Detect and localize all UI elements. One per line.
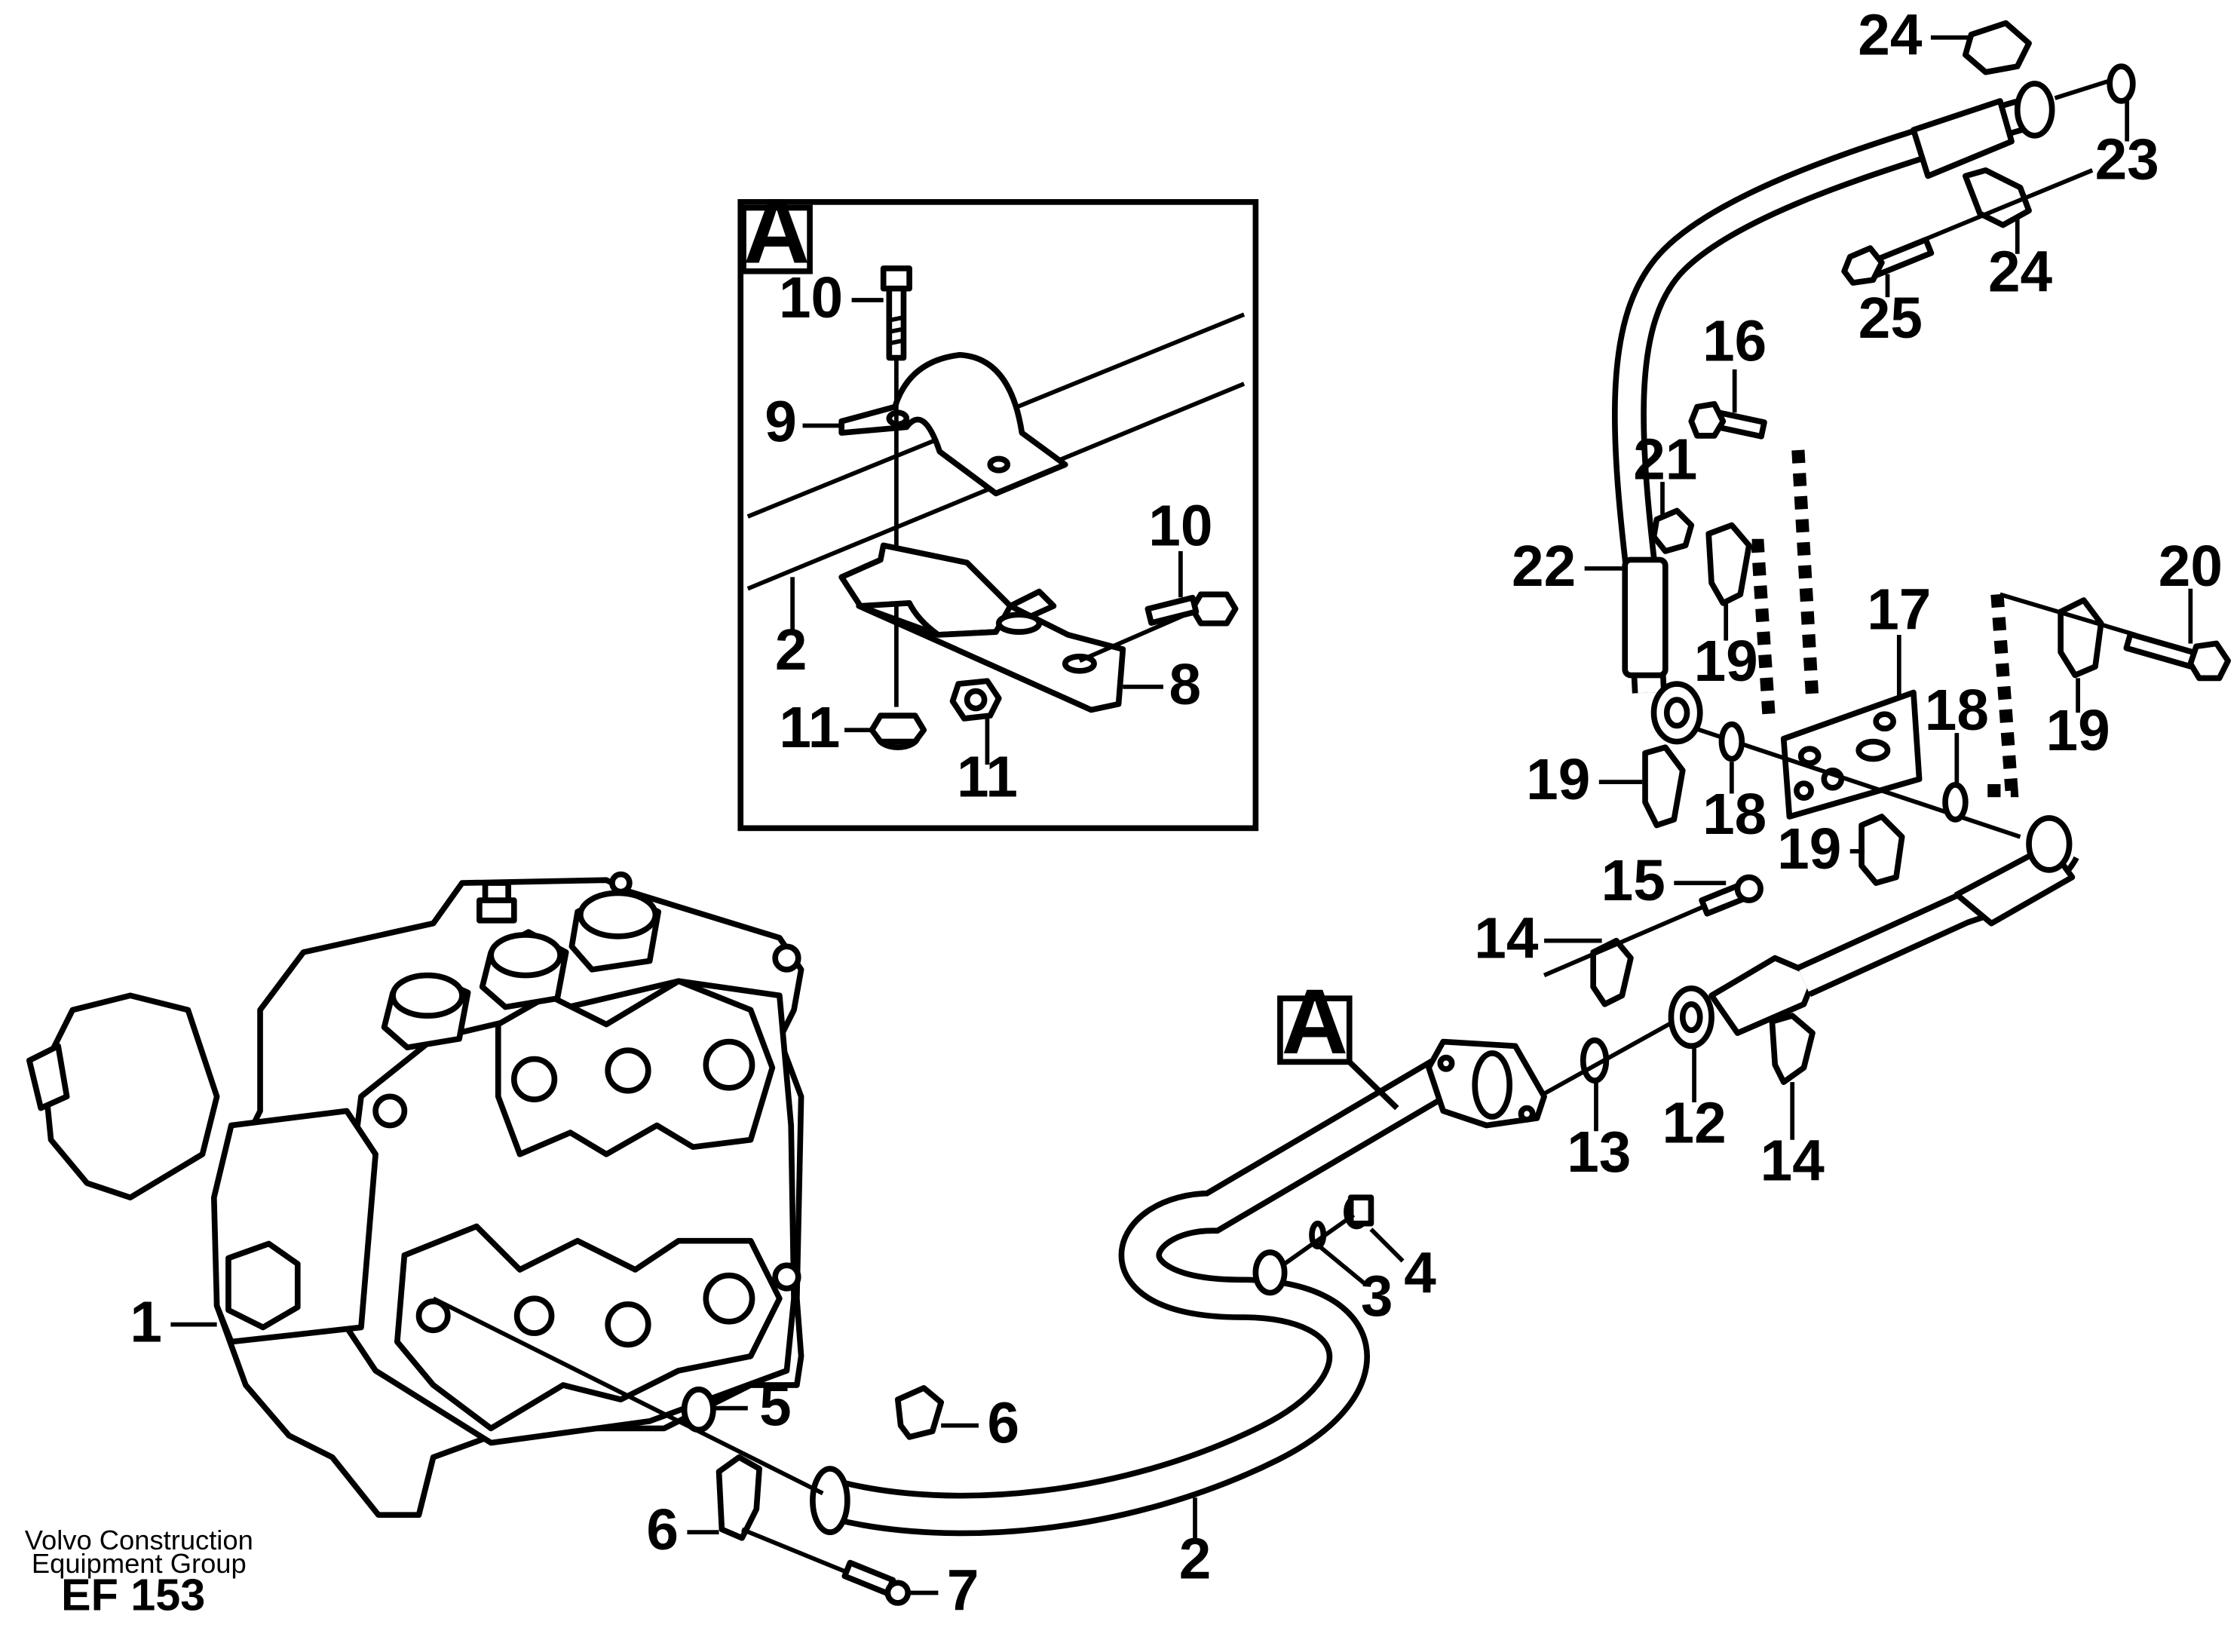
callout-label: 22 (1512, 535, 1576, 599)
reference-tag-letter: A (1282, 970, 1348, 1073)
bracket-slot (995, 611, 1043, 635)
footer: Volvo Construction Equipment Group EF 15… (25, 1525, 253, 1620)
callout-label: 13 (1567, 1120, 1631, 1185)
callout-label: 8 (1169, 653, 1202, 717)
upper-clamp (838, 351, 1068, 497)
callout-label: 19 (2046, 699, 2110, 763)
callout-label: 2 (1179, 1527, 1212, 1591)
callout-label: 21 (1633, 428, 1697, 492)
clamp-hole (987, 455, 1011, 474)
callout-label: 11 (779, 696, 840, 760)
callout-label: 7 (947, 1559, 979, 1623)
bracket-slot (1062, 653, 1097, 674)
callout-label: 25 (1858, 287, 1923, 351)
split-flange-half (1590, 937, 1634, 1007)
flange-nut-right (949, 678, 1002, 722)
callout-label: 6 (987, 1392, 1019, 1456)
control-valve-block (26, 871, 804, 1519)
callout-label: 24 (1858, 4, 1923, 68)
footer-company-line2: Equipment Group (32, 1548, 247, 1579)
callout-label: 10 (1148, 494, 1212, 558)
split-flange-half (1963, 20, 2032, 75)
hose-fitting-end (2014, 81, 2055, 139)
o-ring (1942, 782, 1969, 823)
callout-label: 24 (1988, 241, 2053, 305)
valve-caps (381, 871, 661, 1051)
callout-label: 23 (2095, 127, 2159, 192)
callout-label: 18 (1925, 679, 1989, 743)
callout-label: 12 (1662, 1092, 1727, 1156)
mounting-bracket (856, 602, 1126, 713)
flange-nut (1650, 507, 1695, 554)
split-flange-half (1963, 167, 2032, 228)
callout-label: 11 (957, 745, 1018, 809)
callout-label: 3 (1361, 1264, 1393, 1329)
main-pipe (810, 1038, 1547, 1537)
callout-label: 10 (779, 266, 843, 330)
split-flange-half (894, 1384, 945, 1440)
callout-label: 14 (1760, 1129, 1825, 1193)
callout-label: 5 (759, 1375, 792, 1439)
o-ring (681, 1386, 716, 1433)
o-ring (1718, 721, 1745, 762)
figure-code: EF 153 (61, 1570, 205, 1620)
callout-label: 18 (1702, 783, 1767, 847)
detail-a-box: A (737, 179, 1259, 832)
flange-nut-left (869, 713, 927, 751)
hose-fitting-elbow (2026, 815, 2073, 873)
hose-crimp (1622, 556, 1669, 679)
leader-lines (170, 35, 2193, 1595)
flange-bolt (741, 1527, 912, 1606)
callout-labels: 10 9 10 2 8 11 11 1 2 3 4 5 6 6 7 12 13 … (130, 4, 2223, 1623)
callout-label: 19 (1526, 748, 1590, 812)
port-plug (1344, 1194, 1374, 1230)
detail-box-letter: A (743, 179, 810, 282)
callout-label: 6 (646, 1498, 679, 1562)
split-flange-half (716, 1454, 762, 1541)
detail-reference-tag: A (1277, 970, 1399, 1111)
footer-company-line1: Volvo Construction (25, 1525, 253, 1555)
callout-label: 15 (1601, 849, 1665, 913)
o-ring (2107, 63, 2136, 104)
callout-label: 9 (765, 391, 797, 455)
callout-label: 1 (130, 1291, 162, 1355)
side-bolt (1078, 591, 1239, 664)
callout-label: 16 (1702, 309, 1767, 373)
callout-label: 19 (1694, 630, 1758, 694)
callout-label: 19 (1777, 817, 1841, 881)
callout-label: 2 (775, 618, 807, 682)
flange-bolt (2123, 631, 2200, 670)
assembly-line (432, 1296, 824, 1496)
callout-label: 4 (1404, 1242, 1436, 1306)
callout-label: 14 (1474, 907, 1539, 971)
split-flange-half (1858, 814, 1905, 886)
callout-label: 20 (2159, 535, 2223, 599)
split-flange-half (2058, 597, 2104, 679)
split-flange-half (1642, 744, 1686, 829)
callout-label: 17 (1867, 578, 1931, 642)
split-flange-half (1769, 1013, 1816, 1085)
lower-clamp (838, 542, 1057, 638)
vertical-bolt (880, 265, 912, 707)
hose-crimp (1911, 98, 2015, 179)
split-flange-half (1705, 522, 1752, 606)
